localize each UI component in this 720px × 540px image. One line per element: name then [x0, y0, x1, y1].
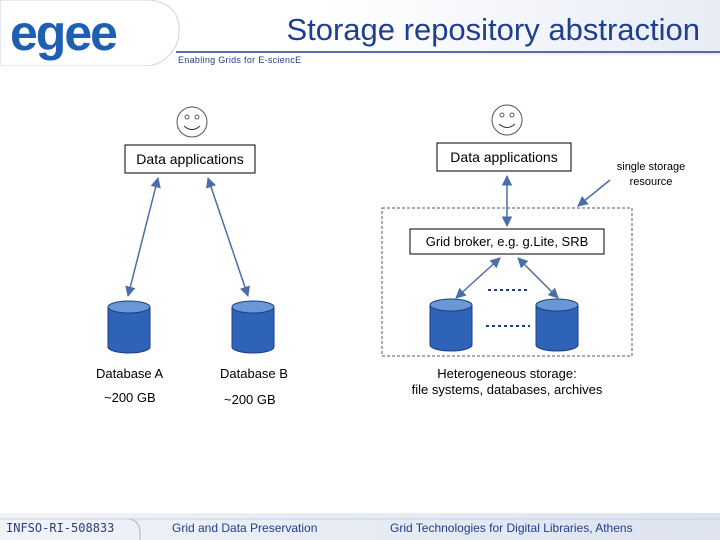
heterogeneous-storage-line2: file systems, databases, archives: [411, 382, 603, 397]
footer-right-text: Grid Technologies for Digital Libraries,…: [390, 521, 633, 535]
grid-broker-label: Grid broker, e.g. g.Lite, SRB: [425, 234, 589, 249]
database-a-size: ~200 GB: [104, 390, 156, 405]
database-a-name: Database A: [96, 366, 164, 381]
header-graphic: egee: [0, 0, 720, 66]
database-b-size: ~200 GB: [224, 392, 276, 407]
database-a-cylinder-icon: [107, 300, 151, 354]
slide-header: egee Storage repository abstraction Enab…: [0, 0, 720, 66]
data-applications-box-left: [124, 144, 256, 174]
arrow-broker-to-storage-2: [517, 257, 559, 299]
arrow-left-to-db-b: [206, 177, 250, 297]
arrow-broker-to-storage-1: [455, 257, 501, 299]
user-face-left-icon: [176, 106, 208, 138]
arrow-left-to-db-a: [125, 176, 161, 298]
slide-title: Storage repository abstraction: [286, 12, 700, 47]
tagline: Enabling Grids for E-sciencE: [178, 55, 302, 65]
database-b-name: Database B: [220, 366, 288, 381]
data-applications-box-right: [436, 142, 572, 172]
data-applications-label-left: Data applications: [136, 151, 244, 167]
footer-center-text: Grid and Data Preservation: [172, 521, 318, 535]
arrow-single-storage-pointer: [577, 179, 611, 207]
grid-broker-box: [409, 228, 605, 255]
footer-project-id: INFSO-RI-508833: [6, 521, 115, 535]
user-face-right-icon: [491, 104, 523, 136]
storage-1-cylinder-icon: [429, 298, 473, 352]
footer-bar: [0, 513, 720, 540]
single-storage-resource-label: single storage resource: [616, 161, 686, 188]
storage-2-cylinder-icon: [535, 298, 579, 352]
data-applications-label-right: Data applications: [450, 149, 558, 165]
egee-logo: egee: [10, 5, 117, 61]
logo-swoosh: [0, 0, 180, 66]
heterogeneous-storage-line1: Heterogeneous storage:: [437, 366, 577, 381]
database-b-cylinder-icon: [231, 300, 275, 354]
